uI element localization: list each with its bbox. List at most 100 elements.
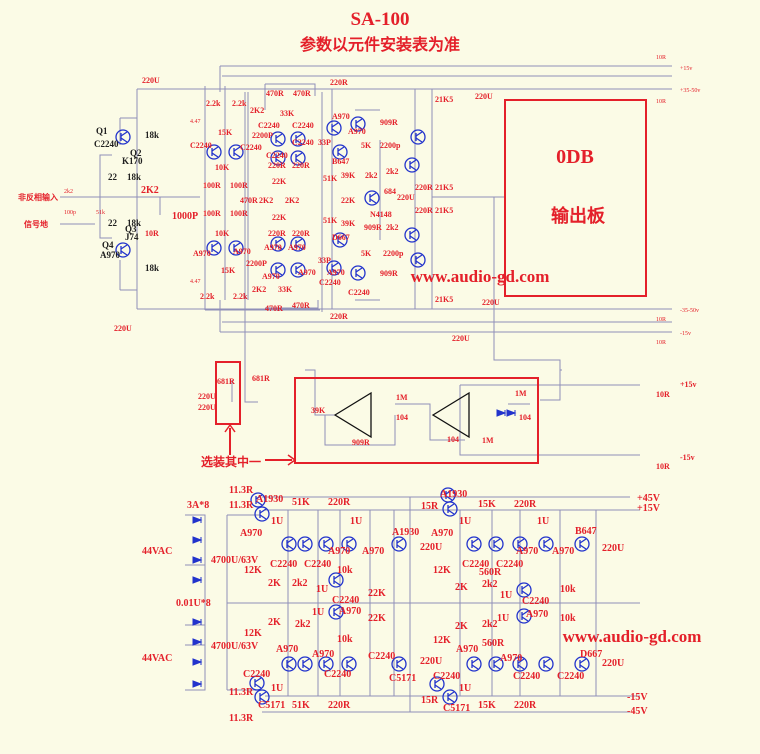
transistor-icon: [341, 656, 357, 672]
servo-label: 681R: [252, 374, 270, 383]
voltage-stage-label: 10K: [215, 163, 230, 172]
diode-icon: [192, 536, 203, 544]
power-supply-left-label: 51K: [292, 497, 310, 508]
input-stage-label: 51k: [96, 210, 105, 216]
servo-label: 39K: [311, 406, 326, 415]
transistor-icon: [538, 536, 554, 552]
power-supply-right-label: 15R: [421, 501, 439, 512]
voltage-stage-label: A970: [264, 243, 282, 252]
voltage-stage-label: 2K2: [250, 106, 264, 115]
rails-top-label: -35-50v: [680, 308, 699, 314]
power-supply-left-label: A970: [312, 649, 334, 660]
diode-icon: [192, 658, 203, 666]
power-supply-right-label: 1U: [459, 683, 471, 694]
transistors: [115, 116, 590, 705]
transistor-leads-icon: [331, 262, 339, 274]
transistor-icon: [488, 536, 504, 552]
driver-stage-label: 51K: [323, 216, 338, 225]
power-supply-left-label: C2240: [324, 669, 351, 680]
transistor-icon: [290, 150, 306, 166]
voltage-stage-label: 4.47: [190, 279, 201, 285]
power-supply-left-label: 1U: [271, 516, 283, 527]
transistor-leads-icon: [286, 538, 294, 550]
voltage-stage-label: 220R: [330, 312, 348, 321]
rails-top-label: 10R: [656, 317, 666, 323]
power-supply-left-label: C2240: [368, 651, 395, 662]
transistor-icon: [538, 656, 554, 672]
opamp-2-icon: [431, 391, 470, 439]
transistor-leads-icon: [543, 658, 551, 670]
power-supply-left-label: 2K: [268, 578, 281, 589]
voltage-stage-label: 2200P: [252, 131, 273, 140]
driver-stage-label: D667: [332, 233, 350, 242]
transistor-leads-icon: [259, 691, 267, 703]
transistor-icon: [297, 536, 313, 552]
transistor-leads-icon: [517, 658, 525, 670]
transistor-icon: [250, 492, 266, 508]
driver-stage-label: 21K5: [435, 183, 453, 192]
transistor-icon: [115, 242, 131, 258]
power-supply-right-label: 220U: [602, 658, 624, 669]
driver-stage-label: 39K: [341, 219, 356, 228]
voltage-stage-label: 470R: [266, 89, 284, 98]
transistor-icon: [404, 157, 420, 173]
input-stage-label: C2240: [94, 139, 119, 149]
power-supply-left-label: 220U: [420, 542, 442, 553]
voltage-stage-label: C2240: [240, 143, 262, 152]
transistor-leads-icon: [396, 538, 404, 550]
input-stage-label: 信号地: [24, 219, 48, 229]
power-supply-right-label: C2240: [557, 671, 584, 682]
transistor-leads-icon: [286, 658, 294, 670]
transistor-leads-icon: [445, 489, 453, 501]
transistor-icon: [442, 501, 458, 517]
power-supply-left-label: C2240: [304, 559, 331, 570]
driver-stage-label: 39K: [341, 171, 356, 180]
selector-note: 选装其中一: [201, 454, 261, 469]
power-supply-right-label: 15K: [478, 700, 496, 711]
rails-top-label: +15v: [680, 66, 692, 72]
power-supply-right-label: C2240: [513, 671, 540, 682]
power-supply-left-label: 2k2: [295, 619, 311, 630]
power-supply-left-label: 220R: [328, 700, 351, 711]
power-supply-left-label: 12K: [244, 628, 262, 639]
power-supply-left-label: 220U: [420, 656, 442, 667]
power-supply-right-label: 220U: [602, 543, 624, 554]
transistor-leads-icon: [409, 229, 417, 241]
voltage-stage-label: 470R: [292, 301, 310, 310]
rails-top-label: 10R: [656, 55, 666, 61]
driver-stage-label: 22K: [341, 196, 356, 205]
diode-icon: [192, 638, 203, 646]
power-supply-right-label: 1U: [497, 613, 509, 624]
transistor-icon: [326, 260, 342, 276]
power-supply-right-label: 220R: [514, 700, 537, 711]
voltage-stage-label: 15K: [218, 128, 233, 137]
servo-label: 104: [519, 413, 531, 422]
servo-label: 220U: [198, 403, 216, 412]
voltage-stage-label: A970: [193, 249, 211, 258]
servo-label: 104: [447, 435, 459, 444]
transistor-leads-icon: [346, 658, 354, 670]
transistor-leads-icon: [254, 677, 262, 689]
transistor-leads-icon: [409, 159, 417, 171]
input-stage-label: 100p: [64, 210, 76, 216]
transistor-icon: [574, 536, 590, 552]
power-supply-right-label: A970: [431, 528, 453, 539]
transistor-icon: [350, 265, 366, 281]
input-stage-label: K170: [122, 156, 143, 166]
driver-stage-label: C2240: [319, 278, 341, 287]
driver-stage-label: 909R: [380, 269, 398, 278]
power-supply-left-label: 3A*8: [187, 500, 209, 511]
servo-label: 909R: [352, 438, 370, 447]
transistor-icon: [254, 689, 270, 705]
driver-stage-label: 2200p: [383, 249, 404, 258]
power-supply-left-label: 11.3R: [229, 500, 254, 511]
power-supply-left-label: 4700U/63V: [211, 641, 259, 652]
servo-label: 1M: [482, 436, 494, 445]
power-supply-right-label: +45V: [637, 493, 661, 504]
voltage-stage-label: 100R: [203, 181, 221, 190]
transistor-leads-icon: [275, 152, 283, 164]
input-stage-label: J74: [125, 232, 139, 242]
transistor-icon: [290, 131, 306, 147]
input-stage-label: A970: [100, 250, 120, 260]
input-stage-label: Q2: [130, 148, 142, 158]
